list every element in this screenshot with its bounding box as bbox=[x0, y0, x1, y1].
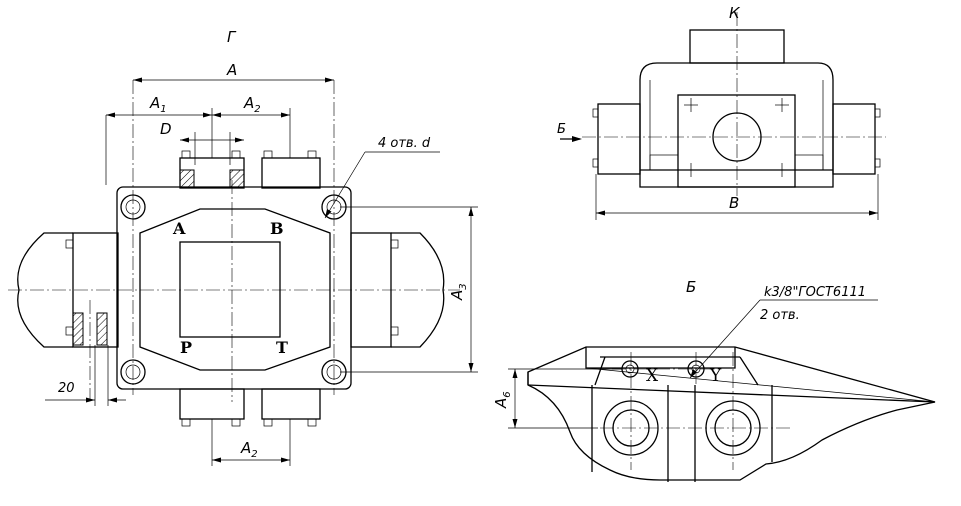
side-right-solenoid bbox=[832, 103, 876, 175]
dim-20-label: 20 bbox=[58, 381, 75, 396]
dim-D-label: D bbox=[160, 120, 172, 138]
bottom-view: Б X bbox=[492, 278, 936, 482]
arrow-B-label: Б bbox=[557, 122, 566, 137]
bottom-right-connector bbox=[261, 388, 321, 420]
side-left-solenoid bbox=[597, 103, 641, 175]
dim-A3-label: A3 bbox=[448, 283, 469, 301]
housing bbox=[639, 62, 834, 188]
dim-A2-top-label: A2 bbox=[243, 94, 261, 115]
valve-center-square bbox=[179, 241, 281, 338]
port-Y-label: Y bbox=[709, 366, 722, 386]
top-view: Г bbox=[8, 28, 478, 466]
port-P-label: P bbox=[180, 338, 192, 357]
bottom-face bbox=[594, 356, 759, 386]
side-view-label: К bbox=[729, 4, 741, 22]
dim-B-label: B bbox=[729, 194, 739, 212]
thread-holes-note: 2 отв. bbox=[760, 308, 800, 323]
dim-A6-label: A6 bbox=[492, 391, 513, 409]
side-view: К Б bbox=[557, 4, 886, 220]
dim-A2-bottom-label: A2 bbox=[240, 439, 258, 460]
top-right-connector bbox=[261, 157, 321, 189]
housing-inner-block bbox=[677, 94, 796, 188]
port-B-label: B bbox=[270, 219, 284, 238]
valve-body bbox=[139, 208, 331, 371]
top-view-label: Г bbox=[227, 28, 237, 46]
port-T-label: T bbox=[276, 338, 288, 357]
dim-A1-label: A1 bbox=[149, 94, 167, 115]
bottom-view-label: Б bbox=[686, 278, 696, 296]
port-X-label: X bbox=[646, 366, 659, 386]
bottom-body bbox=[527, 346, 936, 481]
thread-note: k3/8"ГОСТ6111 bbox=[764, 285, 866, 300]
bottom-left-connector bbox=[179, 388, 245, 420]
dim-A-label: A bbox=[226, 61, 237, 79]
holes-note: 4 отв. d bbox=[378, 136, 431, 151]
port-A-label: A bbox=[172, 219, 186, 238]
